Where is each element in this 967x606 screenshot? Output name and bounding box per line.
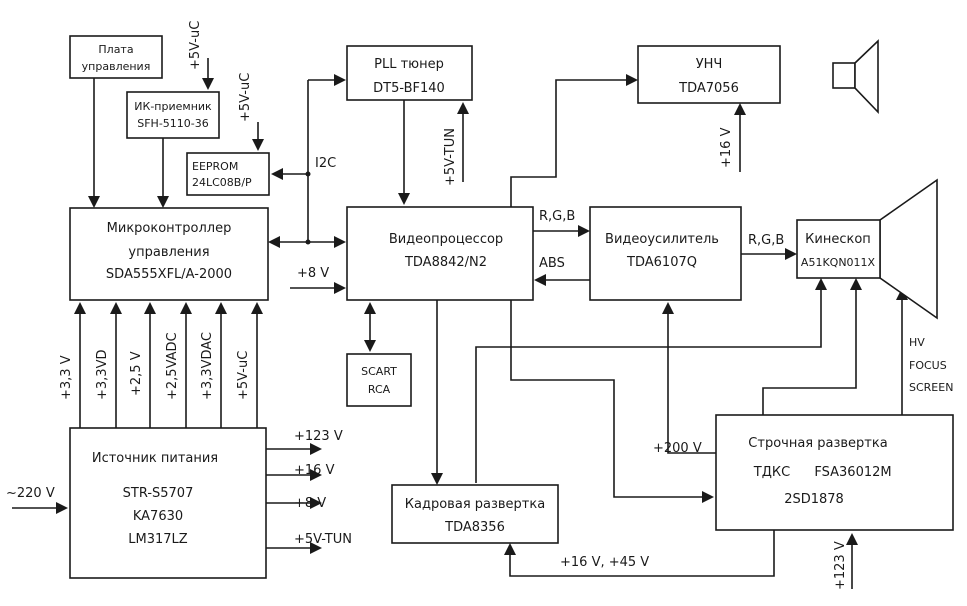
arrowheads xyxy=(56,74,908,555)
connection-lines xyxy=(12,58,903,589)
label-rail-33vdac: +3,3VDAC xyxy=(200,332,215,400)
frame-scan-block: Кадровая развертка TDA8356 xyxy=(391,484,559,544)
crt-line2: A51KQN011X xyxy=(801,256,876,269)
mcu-line3: SDA555XFL/A-2000 xyxy=(106,267,232,282)
ir-receiver-line1: ИК-приемник xyxy=(134,100,212,113)
label-out-16v: +16 V xyxy=(294,463,335,478)
label-rail-33v: +3,3 V xyxy=(59,355,74,400)
scart-line1: SCART xyxy=(361,365,397,378)
speaker-icon xyxy=(832,39,879,114)
ir-receiver-line2: SFH-5110-36 xyxy=(137,117,209,130)
mcu-block: Микроконтроллер управления SDA555XFL/A-2… xyxy=(69,207,269,301)
label-ac-in: ~220 V xyxy=(6,486,55,501)
label-hv: HV xyxy=(909,336,925,349)
label-5v-uc-eeprom: +5V-uC xyxy=(238,73,253,122)
eeprom-block: EEPROM 24LC08B/P xyxy=(186,152,270,196)
video-processor-line2: TDA8842/N2 xyxy=(404,255,487,270)
power-supply-block: Источник питания STR-S5707 KA7630 LM317L… xyxy=(69,427,267,579)
label-8v-in: +8 V xyxy=(297,266,329,281)
power-supply-line3: KA7630 xyxy=(133,509,183,524)
frame-scan-line2: TDA8356 xyxy=(444,520,505,535)
label-123v-line-scan: +123 V xyxy=(833,541,848,590)
power-supply-line1: Источник питания xyxy=(92,451,218,466)
frame-scan-line1: Кадровая развертка xyxy=(405,497,545,512)
label-rgb-1: R,G,B xyxy=(539,209,575,224)
crt-line1: Кинескоп xyxy=(805,232,871,247)
line-scan-block: Строчная развертка ТДКС FSA36012M 2SD187… xyxy=(715,414,954,531)
mcu-line2: управления xyxy=(128,245,209,260)
line-scan-line3: FSA36012M xyxy=(814,465,891,480)
label-5v-uc-top: +5V-uC xyxy=(188,21,203,70)
video-amp-line2: TDA6107Q xyxy=(626,255,697,270)
mcu-line1: Микроконтроллер xyxy=(107,221,232,236)
control-board-line2: управления xyxy=(82,60,151,73)
pll-tuner-line2: DT5-BF140 xyxy=(373,81,445,96)
power-supply-line2: STR-S5707 xyxy=(123,486,194,501)
label-rail-25vadc: +2,5VADC xyxy=(165,332,180,400)
label-out-5v-tun: +5V-TUN xyxy=(294,532,352,547)
label-16v-audio: +16 V xyxy=(719,127,734,168)
label-abs: ABS xyxy=(539,256,565,271)
crt-bell-icon xyxy=(879,178,938,320)
video-amp-block: Видеоусилитель TDA6107Q xyxy=(589,206,742,301)
label-focus: FOCUS xyxy=(909,359,947,372)
signal-labels: +5V-uC +5V-uC I2C +5V-TUN +16 V R,G,B AB… xyxy=(6,21,953,590)
video-processor-block: Видеопроцессор TDA8842/N2 xyxy=(346,206,534,301)
control-board-line1: Плата xyxy=(98,43,133,56)
pll-tuner-line1: PLL тюнер xyxy=(374,57,444,72)
crt-block: Кинескоп A51KQN011X xyxy=(796,178,938,320)
scart-block: SCART RCA xyxy=(346,353,412,407)
power-supply-line4: LM317LZ xyxy=(128,532,188,547)
pll-tuner-block: PLL тюнер DT5-BF140 xyxy=(346,45,473,101)
line-scan-line2: ТДКС xyxy=(753,465,790,480)
video-processor-line1: Видеопроцессор xyxy=(389,232,503,247)
ir-receiver-block: ИК-приемник SFH-5110-36 xyxy=(126,91,220,139)
eeprom-line1: EEPROM xyxy=(192,160,238,173)
label-rgb-2: R,G,B xyxy=(748,233,784,248)
audio-amp-line1: УНЧ xyxy=(696,57,723,72)
label-frame-supply: +16 V, +45 V xyxy=(560,555,649,570)
video-amp-line1: Видеоусилитель xyxy=(605,232,719,247)
line-scan-line4: 2SD1878 xyxy=(784,492,844,507)
label-screen: SCREEN xyxy=(909,381,953,394)
scart-line2: RCA xyxy=(368,383,391,396)
label-i2c: I2C xyxy=(315,156,336,171)
eeprom-line2: 24LC08B/P xyxy=(192,176,252,189)
line-scan-line1: Строчная развертка xyxy=(748,436,887,451)
audio-amp-block: УНЧ TDA7056 xyxy=(637,45,781,104)
label-200v: +200 V xyxy=(653,441,702,456)
label-rail-25v: +2,5 V xyxy=(129,351,144,396)
audio-amp-line2: TDA7056 xyxy=(678,81,739,96)
label-out-123v: +123 V xyxy=(294,429,343,444)
control-board-block: Плата управления xyxy=(69,35,163,79)
label-5v-tun-tuner: +5V-TUN xyxy=(443,128,458,186)
label-rail-33vd: +3,3VD xyxy=(95,350,110,400)
label-out-8v: +8 V xyxy=(294,496,326,511)
label-rail-5v-uc: +5V-uC xyxy=(236,351,251,400)
